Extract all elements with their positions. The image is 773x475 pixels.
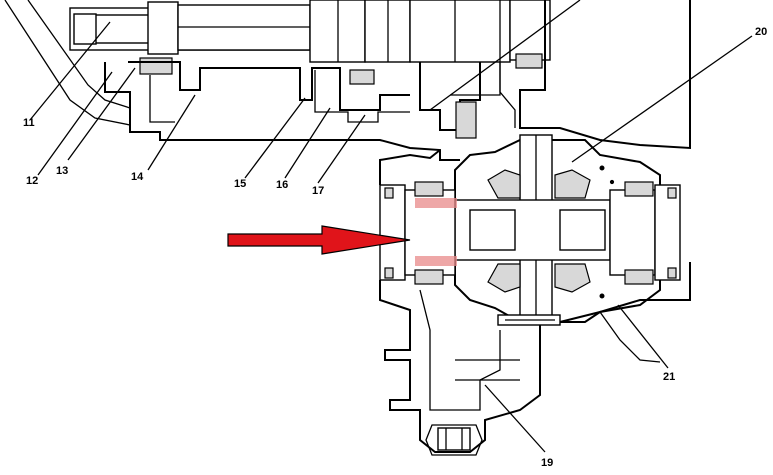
callout-label-12: 12 [26,175,39,187]
callout-label-20: 20 [755,26,768,38]
callout-label-15: 15 [234,178,247,190]
leader-lines [29,0,753,453]
callout-label-19: 19 [541,457,554,469]
highlighted-bearing-race-top [415,198,457,208]
upper-housing [4,0,691,161]
drain-plug [437,427,471,451]
red-arrow-icon [227,225,411,255]
callout-label-13: 13 [56,165,69,177]
callout-label-17: 17 [312,185,325,197]
callout-label-21: 21 [663,371,676,383]
callout-label-16: 16 [276,179,289,191]
callout-label-14: 14 [131,171,144,183]
highlighted-bearing-race-bottom [415,256,457,266]
lower-housing [379,149,691,456]
differential-carrier [379,134,681,323]
callout-label-11: 11 [23,117,35,129]
